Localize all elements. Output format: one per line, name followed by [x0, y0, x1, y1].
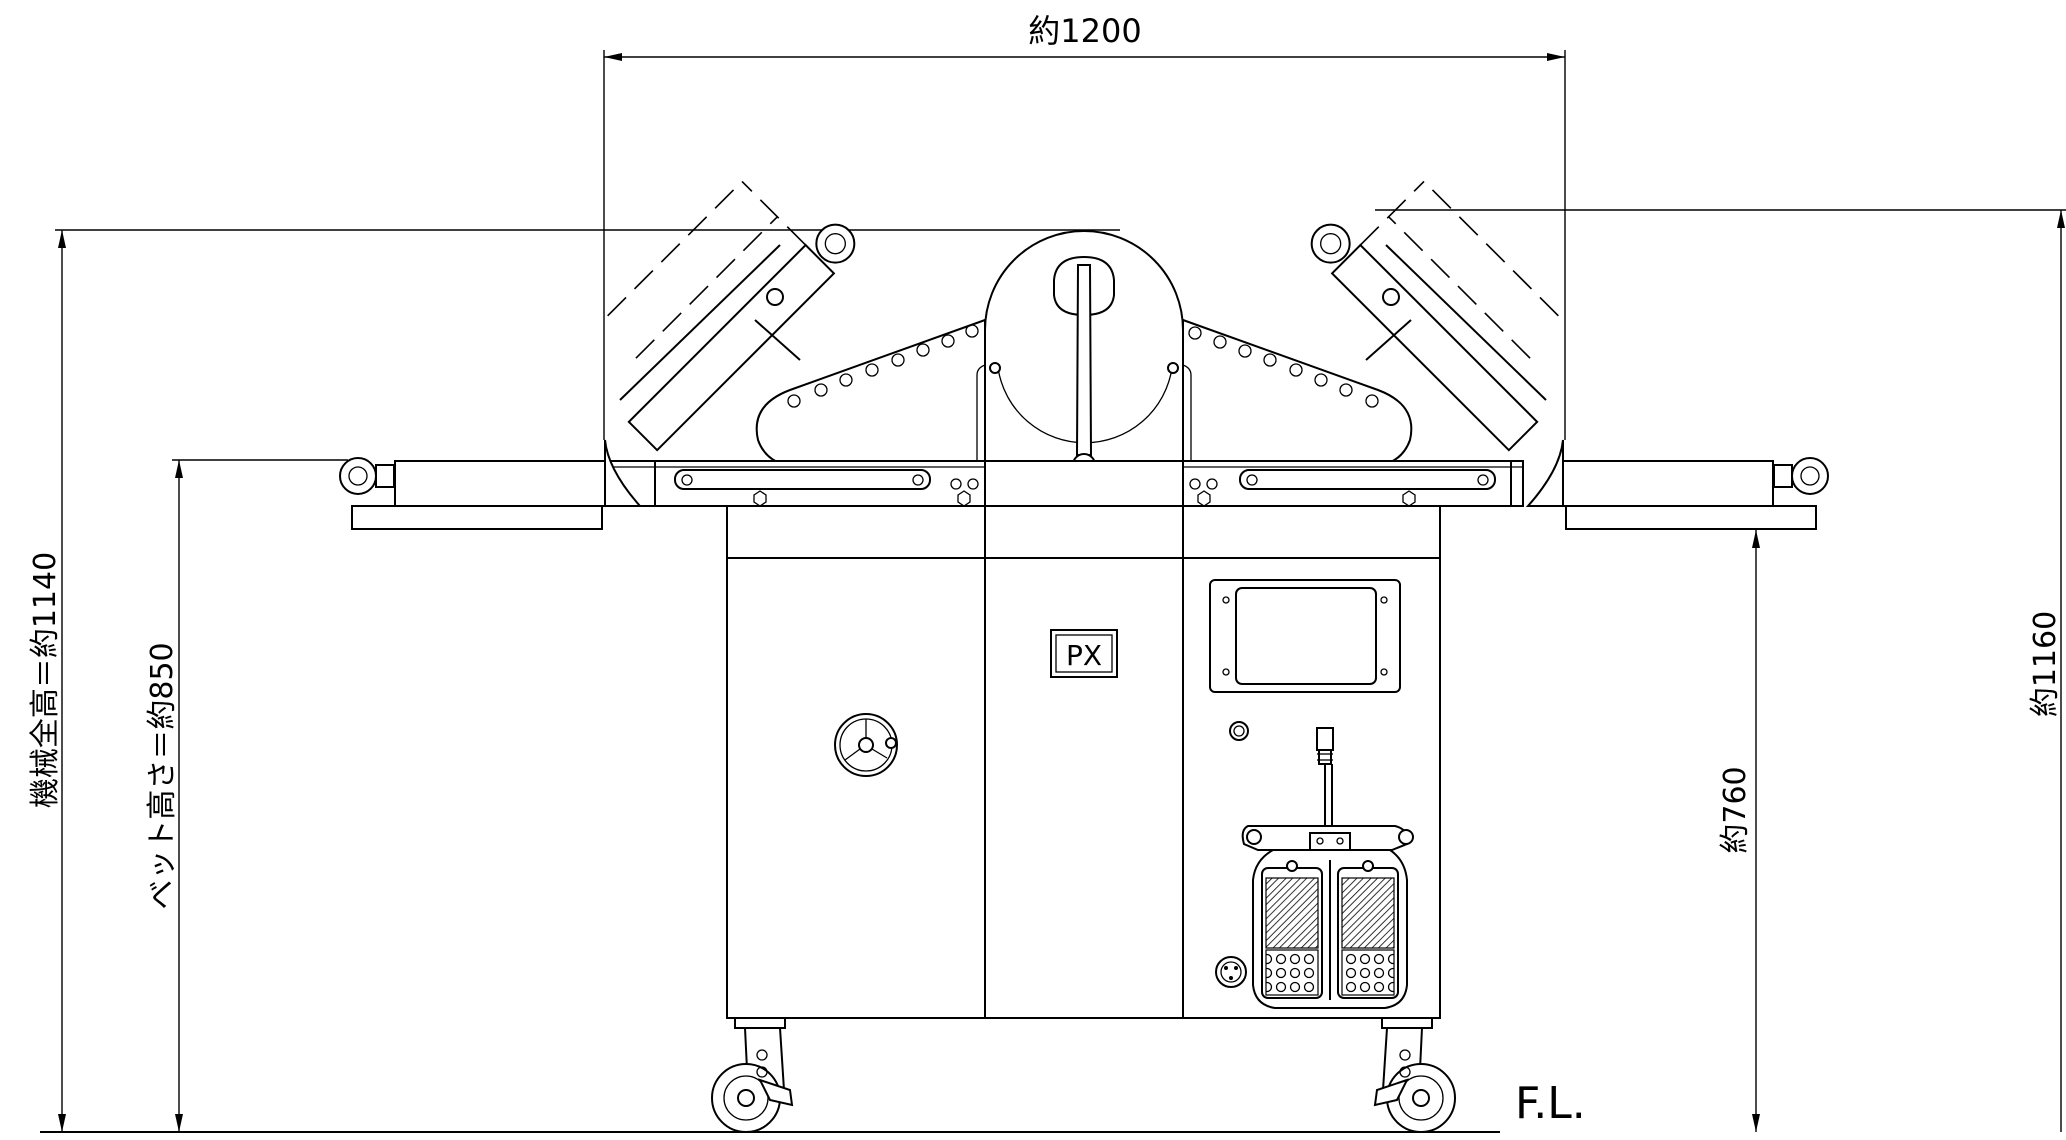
bed-height-label: ベット高さ＝約850	[145, 642, 180, 909]
foot-pedal-assembly[interactable]	[1241, 825, 1414, 1009]
right-roller-arm	[1182, 318, 1413, 469]
right-raised-tray	[1310, 180, 1559, 452]
dimension-width-top: 約1200	[603, 12, 1566, 440]
right-extension-table	[1562, 457, 1829, 530]
dimension-overall-height: 機械全高＝約1140	[28, 229, 1120, 1132]
control-panel	[1209, 579, 1401, 693]
floor-line: F.L.	[40, 1078, 1586, 1133]
left-tray-support-arm	[619, 244, 801, 401]
overall-height-label: 機械全高＝約1140	[28, 552, 63, 808]
dimension-bed-height: ベット高さ＝約850	[145, 459, 348, 1132]
adjustment-handwheel[interactable]	[834, 713, 898, 777]
left-caster	[711, 1017, 794, 1133]
right-tray-support-arm	[1365, 244, 1547, 401]
right-caster	[1373, 1017, 1456, 1133]
dimension-table-height: 約760	[1718, 530, 1760, 1132]
table-height-label: 約760	[1718, 766, 1753, 853]
left-raised-tray	[607, 180, 856, 452]
power-socket	[1215, 956, 1247, 988]
dimension-raised-height: 約1160	[1375, 209, 2066, 1132]
raised-height-label: 約1160	[2028, 611, 2063, 717]
left-roller-arm	[755, 318, 986, 469]
left-extension-table	[339, 457, 606, 530]
floor-line-label: F.L.	[1515, 1078, 1586, 1129]
logo-text: PX	[1066, 639, 1102, 672]
width-top-label: 約1200	[1028, 12, 1141, 50]
power-indicator	[1229, 721, 1249, 741]
logo-plate: PX	[1050, 629, 1118, 678]
